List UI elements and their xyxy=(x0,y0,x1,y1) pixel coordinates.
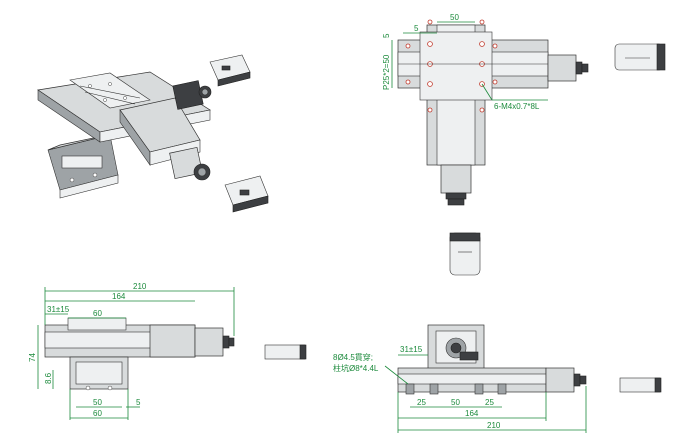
side-view-right: 31±15 8Ø4.5貫穿; 柱坑Ø8*4.4L 25 50 25 164 21… xyxy=(333,324,662,433)
right-dim-25-left: 25 xyxy=(417,398,426,407)
left-dim-210: 210 xyxy=(133,282,147,291)
top-dim-vertical: P25*2=50 xyxy=(382,54,391,90)
hole-callout-2: 柱坑Ø8*4.4L xyxy=(333,363,379,373)
right-dim-25-right: 25 xyxy=(485,398,494,407)
top-view: 50 5 P25*2=50 5 6-M4x0.7*8L xyxy=(382,13,666,276)
top-dim-left-small: 5 xyxy=(382,33,391,38)
right-dim-210: 210 xyxy=(487,421,501,430)
left-dim-50: 50 xyxy=(93,398,102,407)
left-dim-74: 74 xyxy=(28,353,37,362)
right-dim-travel: 31±15 xyxy=(400,345,423,354)
left-dim-5: 5 xyxy=(136,398,141,407)
left-dim-60-top: 60 xyxy=(93,309,102,318)
left-dim-8-6: 8.6 xyxy=(44,372,53,384)
thread-callout: 6-M4x0.7*8L xyxy=(494,102,540,111)
right-dim-164: 164 xyxy=(465,409,479,418)
hole-callout-1: 8Ø4.5貫穿; xyxy=(333,352,373,362)
side-view-left: 210 164 31±15 60 74 8.6 50 5 60 xyxy=(28,282,307,420)
left-dim-164: 164 xyxy=(112,292,126,301)
right-dim-50: 50 xyxy=(451,398,460,407)
isometric-stage-view xyxy=(37,54,269,213)
left-dim-60-bottom: 60 xyxy=(93,409,102,418)
left-dim-travel: 31±15 xyxy=(47,305,70,314)
top-dim-50: 50 xyxy=(450,13,459,22)
top-dim-5: 5 xyxy=(414,24,419,33)
